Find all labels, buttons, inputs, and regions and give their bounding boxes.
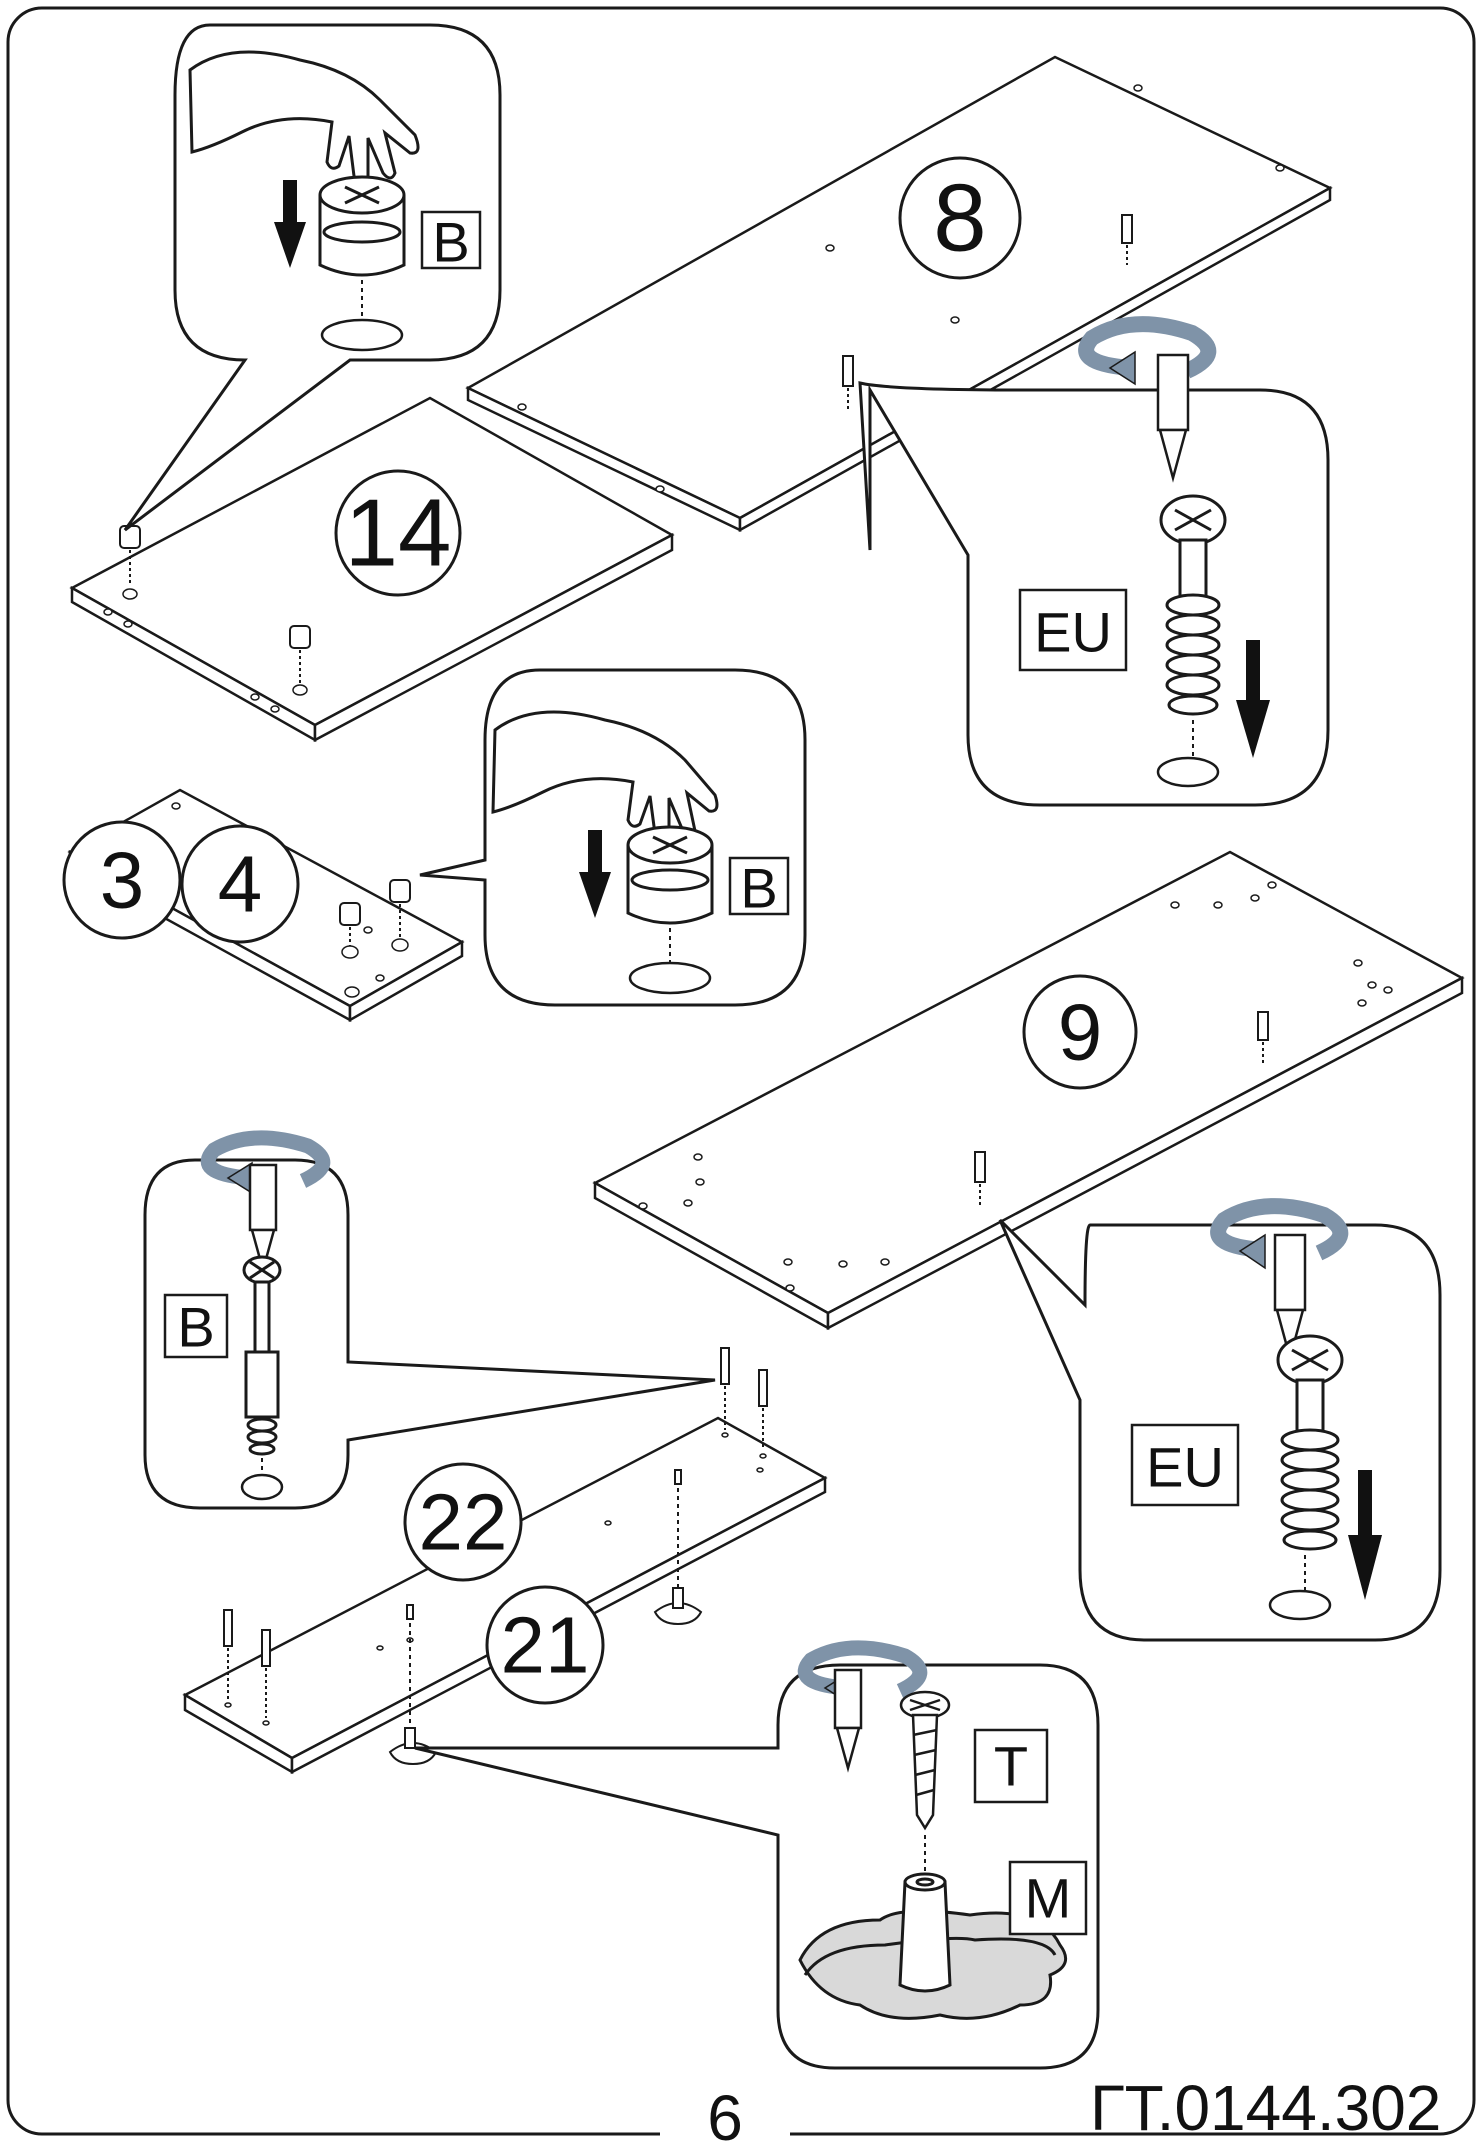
down-arrow-icon <box>588 830 602 875</box>
callout-dowel: B <box>143 1130 716 1510</box>
cam-hole <box>320 318 404 352</box>
screwdriver-bit-icon <box>1273 1233 1307 1312</box>
fitting-label-box <box>163 1293 229 1359</box>
callout-eu-top: EU <box>858 316 1330 807</box>
part-badge-9 <box>1022 974 1138 1090</box>
fitting-label-eu: EU <box>1034 601 1112 664</box>
down-arrow-icon <box>1358 1470 1372 1540</box>
part-number-22: 22 <box>419 1478 508 1567</box>
dowel-icon <box>242 1255 282 1456</box>
page-number: 6 <box>707 2082 743 2143</box>
panel-8 <box>465 55 1333 533</box>
rotate-arrow-icon <box>200 1130 331 1188</box>
part-badge-4 <box>180 824 300 944</box>
adjustable-foot-icon <box>798 1872 1068 2020</box>
euro-screw-icon <box>842 214 1133 410</box>
part-number-14: 14 <box>345 480 452 587</box>
document-code: ГТ.0144.302 <box>1090 2072 1441 2143</box>
part-number-4: 4 <box>218 840 263 929</box>
fitting-label-box <box>1008 1860 1088 1936</box>
cam-lock-icon <box>339 879 411 946</box>
fitting-label-b: B <box>432 211 469 274</box>
fitting-label-box <box>420 210 482 270</box>
part-number-8: 8 <box>933 165 986 272</box>
part-badge-14 <box>334 469 462 597</box>
euro-screw-icon <box>974 1011 1269 1206</box>
dowel-hole <box>240 1473 284 1501</box>
fitting-label-box <box>973 1728 1049 1804</box>
euro-screw-icon <box>1276 1334 1344 1551</box>
fitting-label-box <box>1130 1423 1240 1507</box>
cam-lock-icon <box>318 175 406 277</box>
cam-lock-icon <box>626 825 714 925</box>
callout-cam-top: B <box>123 23 502 532</box>
footer-gap <box>660 2124 790 2143</box>
fitting-label-t: T <box>994 1735 1028 1798</box>
panel-9-holes <box>638 881 1393 1292</box>
screwdriver-bit-icon <box>1156 353 1190 432</box>
screwdriver-bit-icon <box>248 1163 278 1232</box>
panel-21-22-holes <box>224 1432 767 1726</box>
callout-eu-bottom: EU <box>998 1198 1442 1642</box>
rotate-arrow-icon <box>1078 316 1217 379</box>
rotate-arrow-icon <box>1210 1198 1349 1261</box>
panel-14-holes <box>103 588 308 713</box>
part-badge-3 <box>62 820 182 940</box>
screw-icon <box>899 1690 951 1831</box>
callout-cam-mid: B <box>419 668 807 1007</box>
down-arrow-icon <box>1246 640 1260 705</box>
part-badge-22 <box>403 1462 523 1582</box>
cam-hole <box>628 961 712 995</box>
callout-foot: T M <box>414 1640 1100 2070</box>
panel-9 <box>592 850 1465 1331</box>
dowel-icon <box>223 1347 768 1718</box>
screwdriver-bit-icon <box>833 1668 863 1730</box>
fitting-label-box <box>728 856 790 916</box>
part-number-3: 3 <box>100 836 145 925</box>
fitting-label-b: B <box>177 1296 214 1359</box>
fitting-label-b: B <box>740 857 777 920</box>
down-arrow-icon <box>283 180 297 225</box>
fitting-label-eu: EU <box>1146 1436 1224 1499</box>
hand-icon <box>188 50 420 183</box>
rotate-arrow-icon <box>797 1640 928 1698</box>
part-badge-8 <box>898 156 1022 280</box>
panel-8-holes <box>517 84 1285 493</box>
eu-hole <box>1268 1589 1332 1621</box>
panel-3-4-holes <box>171 802 409 998</box>
fitting-label-box <box>1018 588 1128 672</box>
part-number-21: 21 <box>501 1601 590 1690</box>
part-badge-21 <box>485 1585 605 1705</box>
euro-screw-icon <box>1159 494 1227 716</box>
part-number-9: 9 <box>1058 988 1103 1077</box>
fitting-label-m: M <box>1025 1867 1072 1930</box>
eu-hole <box>1156 756 1220 788</box>
